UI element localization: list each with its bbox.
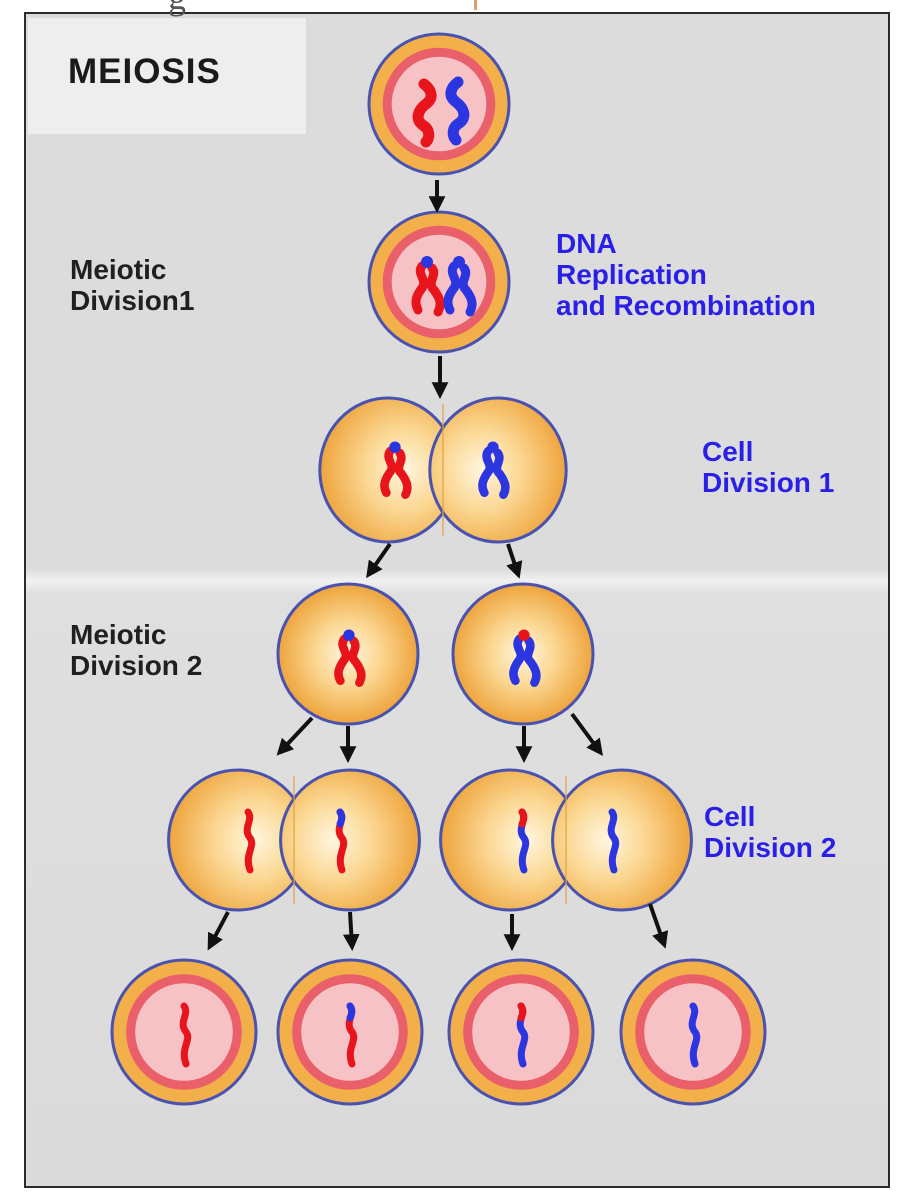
chromosome-icon	[445, 76, 470, 146]
chromosome-icon	[453, 256, 465, 268]
chromosome-icon	[517, 1002, 527, 1022]
arrow-icon	[570, 712, 603, 757]
cropped-mark	[474, 0, 477, 10]
label-dna-replication: DNA Replication and Recombination	[556, 228, 816, 321]
label-line: Meiotic	[70, 254, 167, 285]
chromosome-icon	[334, 634, 351, 686]
label-line: Division 2	[70, 650, 203, 681]
band-divider	[26, 569, 888, 595]
chromosome-icon	[179, 1002, 192, 1068]
chromosome-icon	[380, 446, 397, 498]
chromosome-icon	[492, 448, 510, 499]
label-line: Meiotic	[70, 619, 167, 650]
dividing-cell-2a	[167, 768, 421, 912]
gamete-3	[447, 958, 595, 1106]
diagram-title: MEIOSIS	[68, 52, 221, 91]
chromosome-icon	[509, 634, 526, 686]
label-line: Cell	[704, 801, 756, 832]
chromosome-icon	[336, 808, 346, 828]
chromosome-icon	[389, 441, 401, 453]
chromosome-icon	[346, 1002, 356, 1022]
label-meiotic-division-2: Meiotic Division 2	[70, 619, 202, 681]
gamete-4	[619, 958, 767, 1106]
daughter-cell-left	[276, 582, 420, 726]
label-line: and Recombination	[556, 290, 816, 321]
replicated-cell	[367, 210, 511, 354]
chromosome-icon	[487, 441, 499, 453]
label-line: Division 2	[704, 832, 837, 863]
label-line: Division1	[70, 285, 195, 316]
arrow-icon	[276, 716, 314, 756]
daughter-cell-right	[451, 582, 595, 726]
dividing-cell-2b	[439, 768, 693, 912]
chromosome-icon	[348, 636, 366, 687]
arrow-icon	[648, 903, 669, 949]
gamete-1	[110, 958, 258, 1106]
nucleus-icon	[382, 47, 496, 161]
chromosome-icon	[343, 629, 355, 641]
chromosome-icon	[458, 263, 477, 317]
arrow-icon	[342, 911, 360, 952]
label-line: Cell	[702, 436, 754, 467]
parent-cell	[367, 32, 511, 176]
arrow-icon	[366, 542, 392, 579]
label-line: Division 1	[702, 467, 835, 498]
chromosome-icon	[411, 261, 429, 315]
cell-lobe	[551, 768, 693, 912]
arrow-icon	[207, 911, 230, 951]
label-line: DNA	[556, 228, 617, 259]
cropped-heading-fragment: g	[168, 0, 186, 15]
chromosome-icon	[421, 256, 433, 268]
chromosome-icon	[518, 808, 528, 828]
chromosome-icon	[443, 261, 461, 315]
cell-lobe	[279, 768, 421, 912]
gamete-2	[276, 958, 424, 1106]
chromosome-icon	[412, 78, 437, 148]
chromosome-icon	[243, 808, 256, 874]
chromosome-icon	[426, 263, 445, 317]
label-cell-division-1: Cell Division 1	[702, 436, 834, 498]
chromosome-icon	[518, 629, 530, 641]
dividing-cell-1	[318, 396, 568, 544]
nucleus-icon	[382, 225, 496, 339]
chromosome-icon	[394, 448, 412, 499]
label-cell-division-2: Cell Division 2	[704, 801, 836, 863]
label-meiotic-division-1: Meiotic Division1	[70, 254, 194, 316]
chromosome-icon	[607, 808, 620, 874]
chromosome-icon	[523, 636, 541, 687]
chromosome-icon	[478, 446, 495, 498]
arrow-icon	[506, 543, 523, 579]
chromosome-icon	[688, 1002, 701, 1068]
label-line: Replication	[556, 259, 707, 290]
title-panel	[28, 18, 306, 134]
